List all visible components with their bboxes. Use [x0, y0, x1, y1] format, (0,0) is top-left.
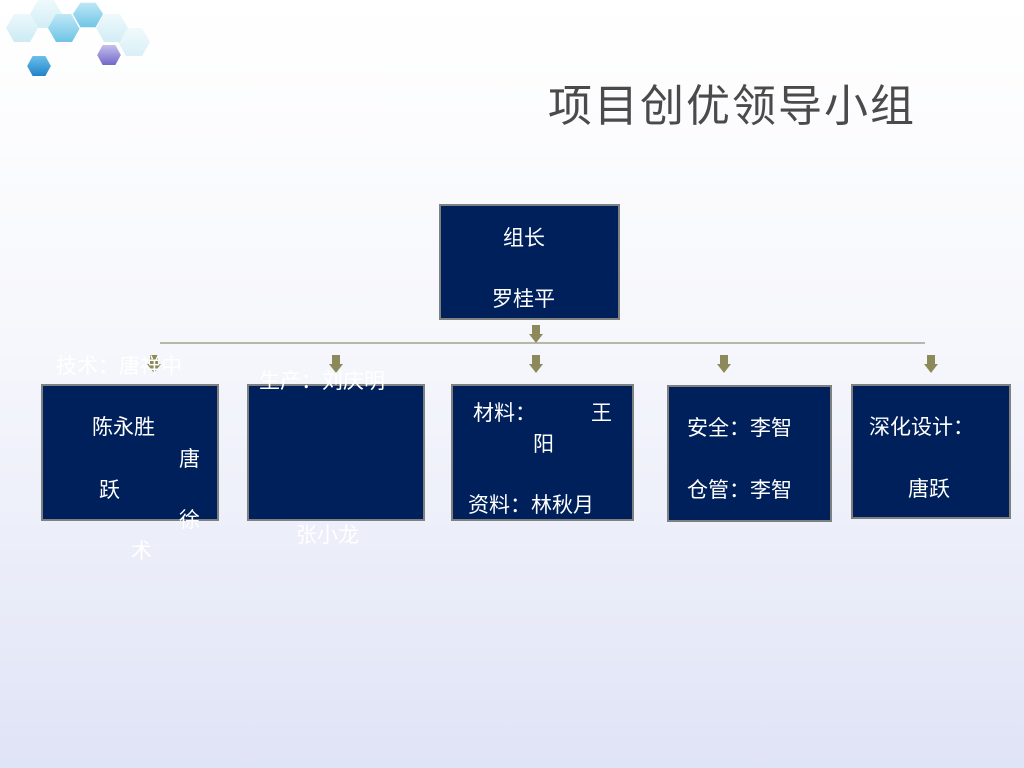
leader-role: 组长	[503, 222, 545, 252]
page-title: 项目创优领导小组	[548, 70, 978, 134]
production-header: 生产：刘庆明	[259, 365, 385, 395]
materials-name-part1: 王	[591, 397, 612, 427]
documents-label: 资料：林秋月	[468, 489, 594, 519]
arrow-down-icon	[529, 325, 543, 343]
hexagon-decoration-icon	[0, 0, 160, 90]
technical-member-3-part2: 术	[131, 535, 152, 565]
technical-member-3-part1: 徐	[179, 504, 200, 534]
design-member: 唐跃	[908, 473, 950, 503]
production-member: 张小龙	[296, 519, 359, 549]
design-label: 深化设计：	[869, 411, 974, 441]
leader-box: 组长 罗桂平	[439, 204, 620, 320]
leader-name: 罗桂平	[492, 283, 555, 313]
technical-member-2-part1: 唐	[179, 443, 200, 473]
safety-box: 安全：李智 仓管：李智	[667, 385, 832, 522]
materials-box: 材料： 王 阳 资料：林秋月	[451, 384, 634, 521]
technical-member-1: 陈永胜	[92, 411, 155, 441]
arrow-down-icon	[924, 355, 938, 373]
design-box: 深化设计： 唐跃	[851, 384, 1011, 519]
materials-label: 材料：	[473, 397, 536, 427]
warehouse-line: 仓管：李智	[687, 474, 792, 504]
safety-line: 安全：李智	[687, 412, 792, 442]
technical-header: 技术：唐祥中	[56, 350, 182, 380]
materials-name-part2: 阳	[533, 428, 554, 458]
arrow-down-icon	[529, 355, 543, 373]
production-box	[247, 384, 425, 521]
technical-member-2-part2: 跃	[99, 474, 120, 504]
arrow-down-icon	[717, 355, 731, 373]
